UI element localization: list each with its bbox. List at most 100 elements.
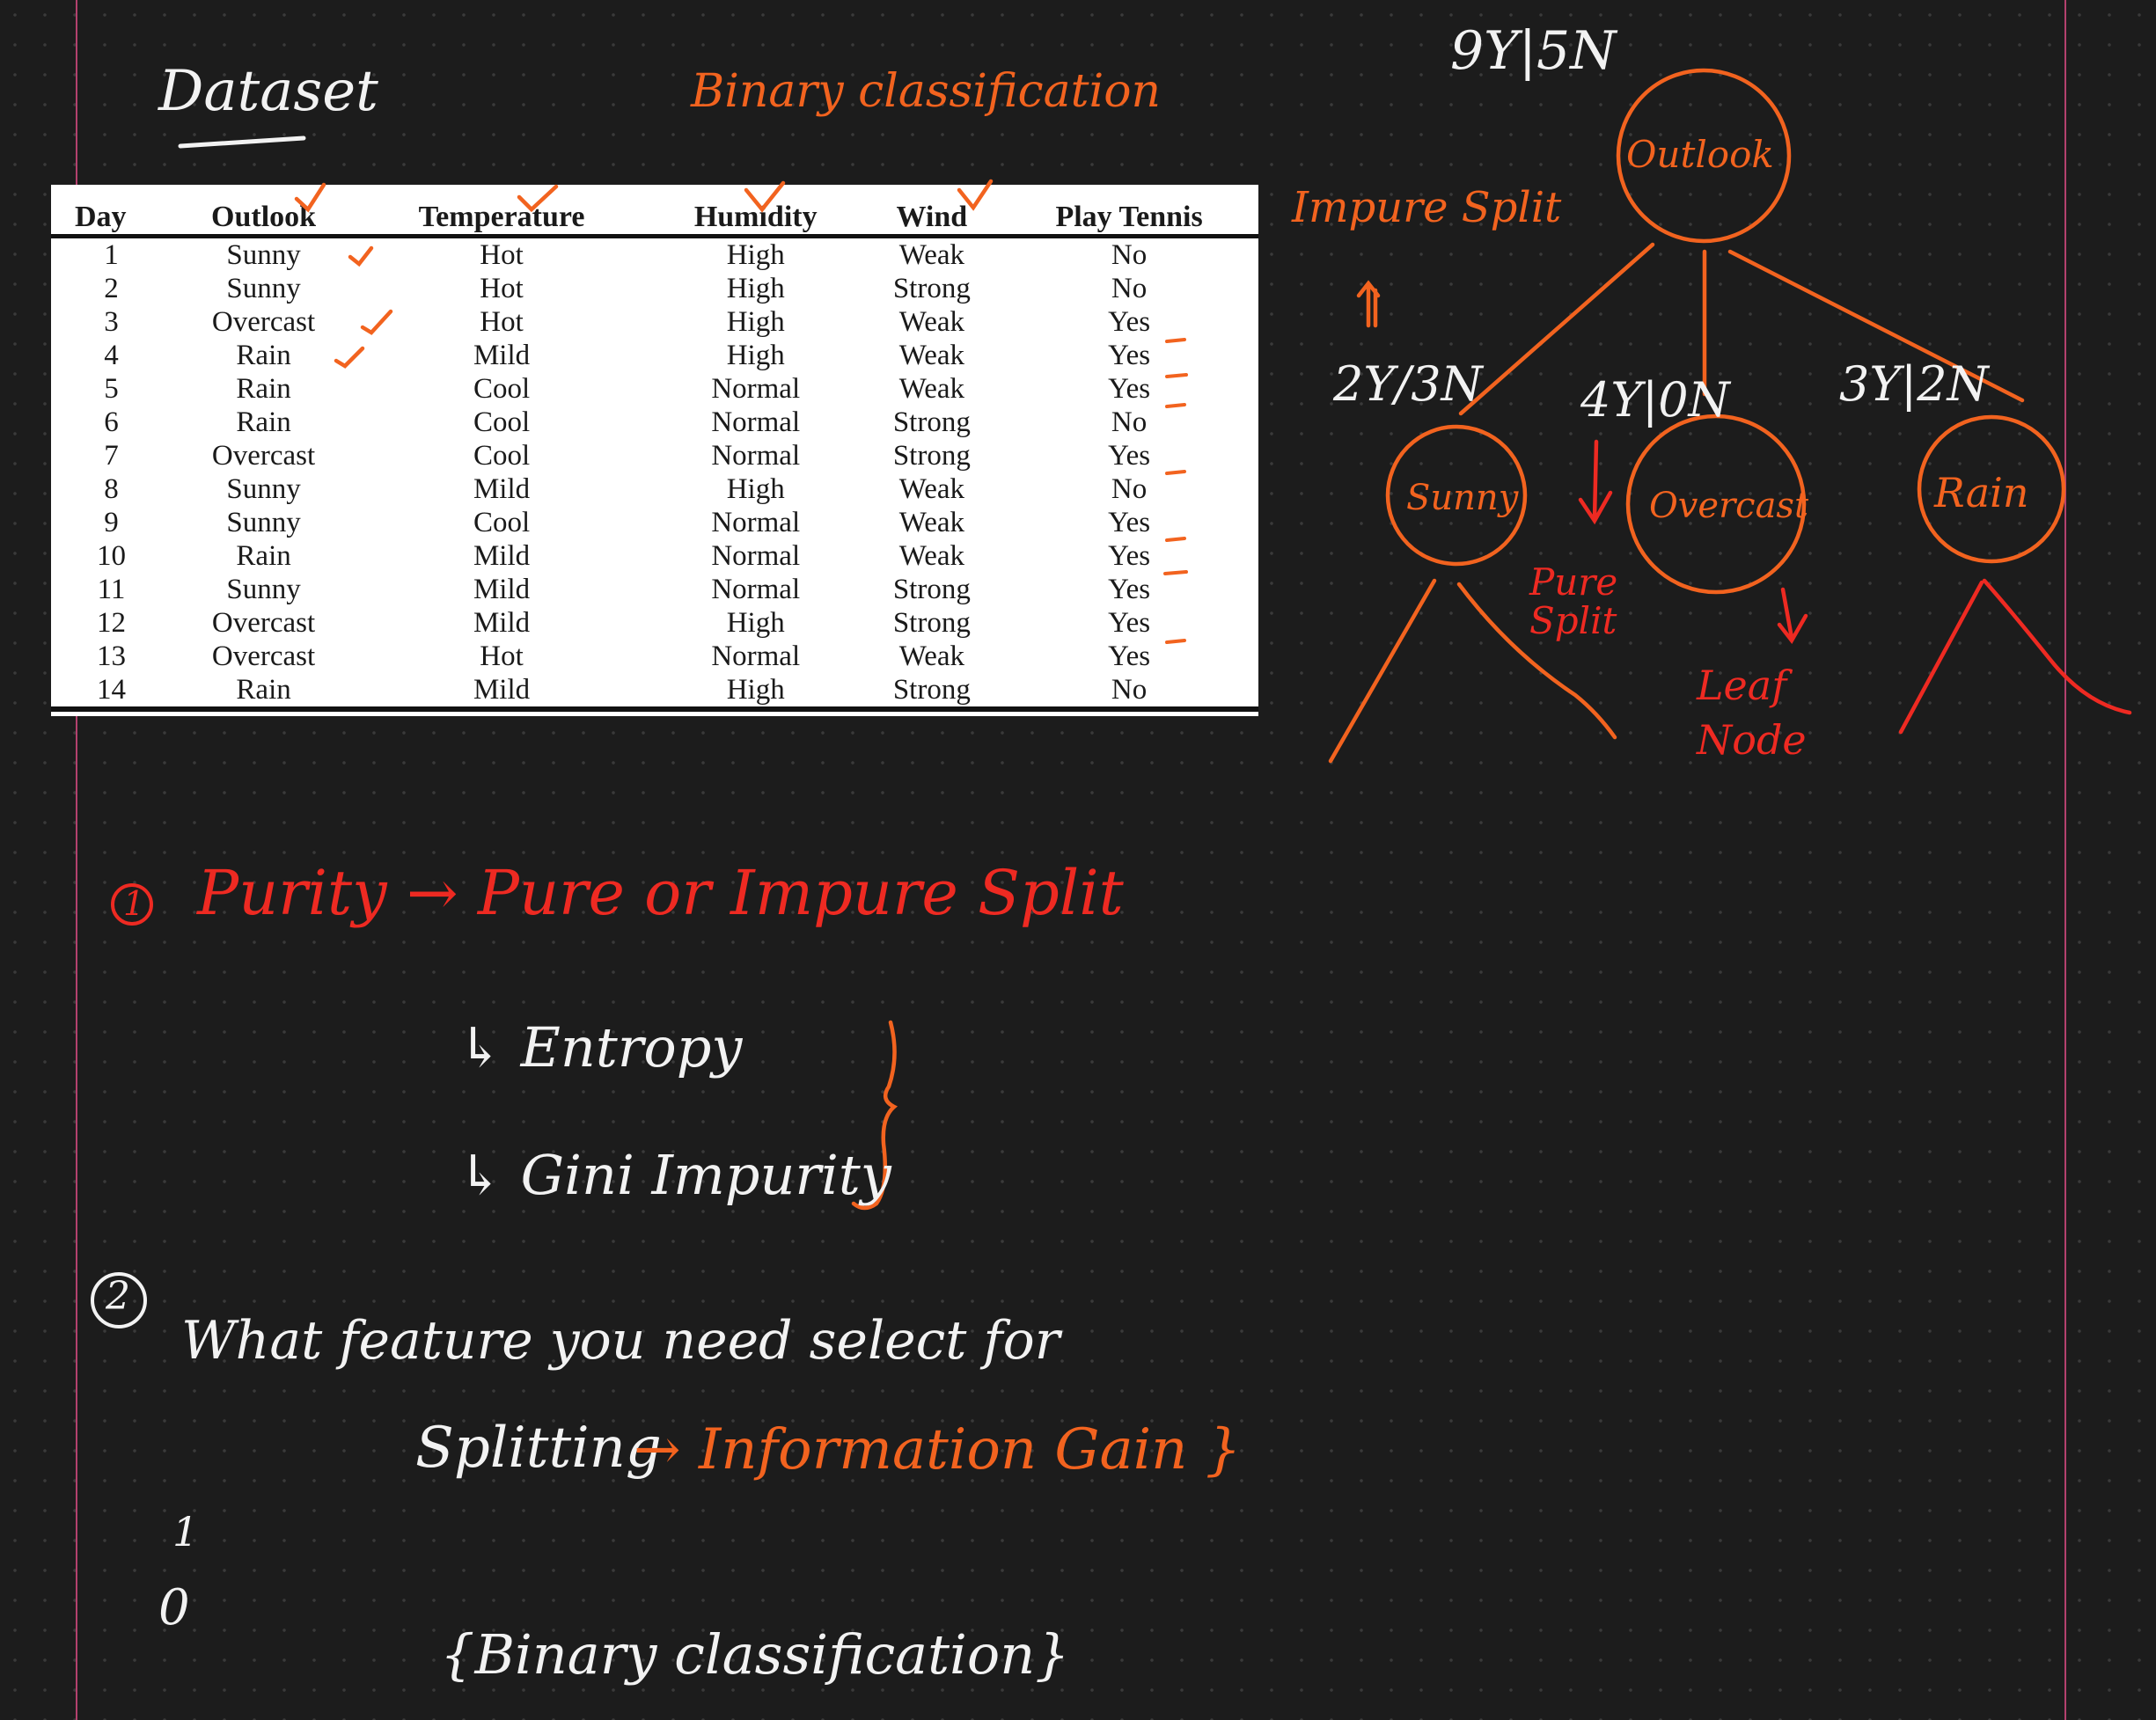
digit-zero: 0 [158, 1579, 190, 1636]
table-cell: Mild [473, 473, 531, 505]
check-icon [957, 179, 994, 211]
table-cell: No [1111, 273, 1148, 304]
up-arrow-icon [1356, 280, 1381, 328]
item1-number: 1 [123, 884, 145, 923]
table-cell: Cool [473, 440, 531, 472]
table-cell: Weak [898, 473, 964, 505]
table-cell: No [1111, 473, 1148, 505]
table-cell: High [647, 673, 864, 712]
overcast-node-label: Overcast [1649, 486, 1809, 526]
table-cell: Normal [711, 440, 801, 472]
page-rule-left [76, 0, 77, 1720]
column-header-outlook: Outlook [172, 185, 356, 238]
table-cell: 4 [104, 340, 119, 371]
table-cell: Yes [1108, 306, 1151, 338]
check-icon [348, 245, 374, 267]
table-cell: Weak [898, 239, 964, 271]
yes-tick-marks [1163, 338, 1188, 644]
table-cell: 14 [51, 673, 172, 712]
sunny-left-branch [1328, 578, 1437, 764]
rain-count: 3Y|2N [1839, 356, 1989, 412]
table-cell: Sunny [226, 239, 301, 271]
digit-one: 1 [172, 1508, 199, 1555]
table-cell: Yes [1108, 440, 1151, 472]
number-two-circle [91, 1272, 147, 1328]
check-icon [517, 184, 559, 213]
table-cell: Overcast [211, 306, 316, 338]
table-cell: Mild [356, 673, 648, 712]
pure-split-label: Pure Split [1529, 560, 1618, 643]
rain-right-branch [1982, 578, 2132, 715]
table-cell: Weak [898, 507, 964, 538]
table-cell: 8 [104, 473, 119, 505]
table-cell: Mild [473, 340, 531, 371]
item1-text: Purity → Pure or Impure Split [197, 857, 1124, 929]
table-cell: Mild [473, 574, 531, 605]
table-cell: High [726, 306, 785, 338]
table-cell: 9 [104, 507, 119, 538]
table-cell: Normal [711, 406, 801, 438]
item2-line1: What feature you need select for [181, 1310, 1060, 1372]
table-cell: 12 [97, 607, 126, 639]
sunny-count: 2Y/3N [1333, 356, 1483, 412]
table-cell: Overcast [211, 440, 316, 472]
table-cell: Rain [236, 406, 291, 438]
table-cell: Sunny [226, 473, 301, 505]
table-cell: High [726, 473, 785, 505]
table-cell: No [1111, 406, 1148, 438]
table-cell: Strong [892, 406, 971, 438]
column-header-temperature: Temperature [356, 185, 648, 238]
table-cell: Strong [863, 673, 1001, 712]
leaf-node-label: Leaf Node [1697, 662, 1807, 765]
table-cell: Hot [480, 306, 524, 338]
table-cell: Cool [473, 373, 531, 405]
table-cell: Hot [480, 273, 524, 304]
table-cell: Yes [1108, 607, 1151, 639]
table-cell: Mild [473, 607, 531, 639]
dataset-underline [178, 135, 306, 149]
column-header-wind: Wind [863, 185, 1001, 238]
gini-note: ↳ Gini Impurity [458, 1143, 891, 1207]
table-cell: Yes [1108, 574, 1151, 605]
table-cell: 10 [97, 540, 126, 572]
table-cell: Yes [1108, 640, 1151, 672]
down-arrow-icon [1777, 587, 1808, 645]
information-gain-label: → Information Gain } [634, 1417, 1242, 1482]
table-cell: Overcast [211, 640, 316, 672]
table-cell: Weak [898, 640, 964, 672]
decision-tree [1328, 68, 2066, 764]
table-cell: Weak [898, 306, 964, 338]
check-icon [294, 182, 326, 213]
table-cell: Rain [236, 540, 291, 572]
table-cell: High [726, 239, 785, 271]
play-tennis-table: Day Outlook Temperature Humidity Wind Pl… [51, 185, 1258, 712]
column-header-play-tennis: Play Tennis [1000, 185, 1258, 238]
table-cell: Strong [892, 440, 971, 472]
branch-sunny [1458, 242, 1655, 416]
sunny-node-label: Sunny [1406, 478, 1519, 518]
table-cell: 7 [104, 440, 119, 472]
binary-classification-braced: {Binary classification} [440, 1622, 1070, 1687]
outlook-node [1616, 68, 1792, 244]
root-count: 9Y|5N [1450, 20, 1617, 82]
table-cell: Rain [236, 340, 291, 371]
table-cell: High [726, 273, 785, 304]
table-cell: Strong [892, 273, 971, 304]
table-cell: 6 [104, 406, 119, 438]
table-cell: No [1000, 673, 1258, 712]
table-cell: Sunny [226, 574, 301, 605]
sunny-node [1385, 424, 1528, 567]
table-cell: Yes [1108, 340, 1151, 371]
table-cell: Normal [711, 507, 801, 538]
item2-number: 2 [106, 1274, 130, 1319]
